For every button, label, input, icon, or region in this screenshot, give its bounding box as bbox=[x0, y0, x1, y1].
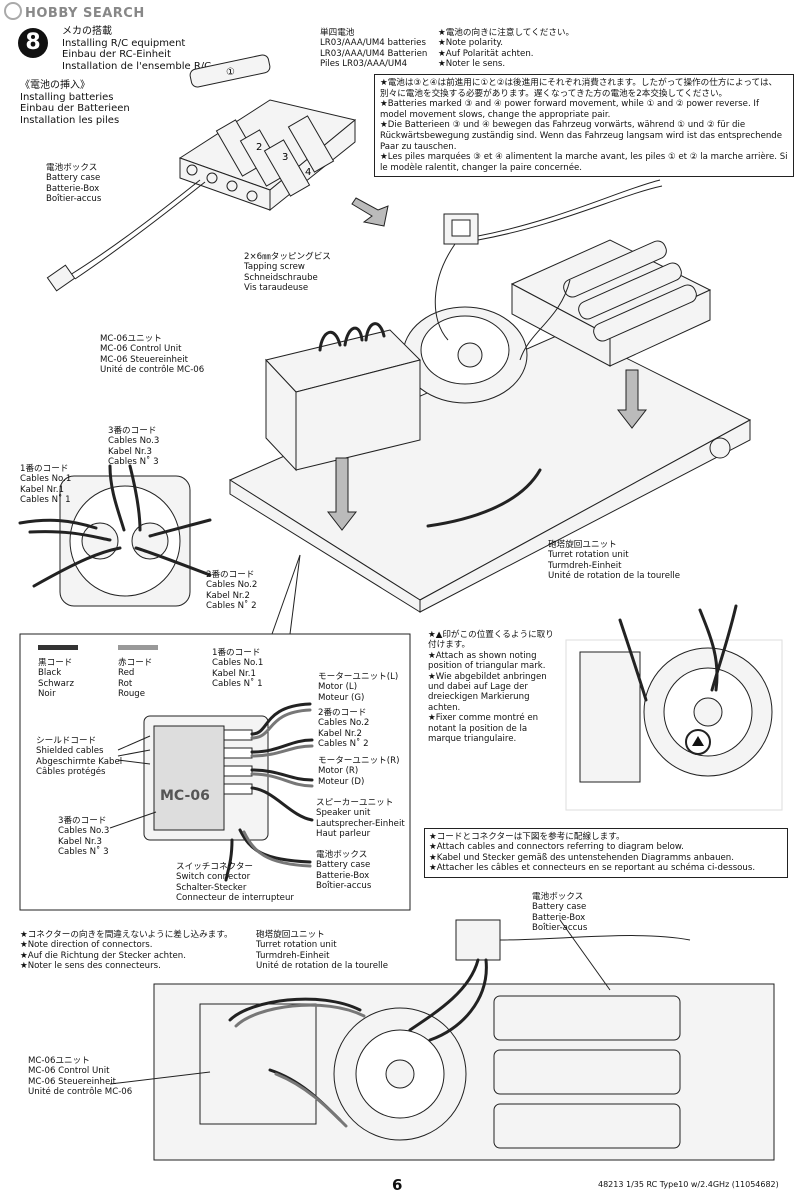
battery-slot-3: 3 bbox=[282, 152, 288, 163]
page-number: 6 bbox=[392, 1176, 403, 1194]
battery-case-label-bottom: 電池ボックス Battery case Batterie-Box Boîtier… bbox=[532, 892, 588, 934]
triangle-closeup bbox=[565, 604, 783, 811]
battery-install-title: 《電池の挿入》 Installing batteries Einbau der … bbox=[20, 80, 130, 126]
battery-slot-4: 4 bbox=[305, 167, 311, 178]
battery-slot-2: 2 bbox=[256, 142, 262, 153]
mc06-diagram: MC-06 bbox=[143, 702, 314, 882]
footer-code: 48213 1/35 RC Type10 w/2.4GHz (11054682) bbox=[598, 1180, 779, 1189]
cables2-label-a: 2番のコード Cables No.2 Kabel Nr.2 Cables N˚ … bbox=[206, 570, 258, 612]
note-en: ★Batteries marked ③ and ④ power forward … bbox=[380, 99, 759, 120]
diagram-switch: スイッチコネクター Switch connector Schalter-Stec… bbox=[176, 862, 294, 904]
polarity-note: ★電池の向きに注意してください。 ★Note polarity. ★Auf Po… bbox=[438, 28, 575, 70]
note-fr: ★Les piles marquées ③ et ④ alimentent la… bbox=[380, 152, 788, 173]
legend-red: 赤コード Red Rot Rouge bbox=[118, 658, 153, 700]
diagram-cables1: 1番のコード Cables No.1 Kabel Nr.1 Cables N˚ … bbox=[212, 648, 264, 690]
diagram-motor-l: モーターユニット(L) Motor (L) Moteur (G) bbox=[318, 672, 399, 703]
chassis-drawing bbox=[228, 329, 752, 613]
bottom-assembly bbox=[153, 919, 775, 1161]
legend-black: 黒コード Black Schwarz Noir bbox=[38, 658, 74, 700]
note-jp: ★電池は③と④は前進用に①と②は後進用にそれぞれ消費されます。したがって操作の仕… bbox=[380, 78, 778, 99]
turret-gear-top bbox=[402, 179, 663, 404]
mc06-diagram-label: MC-06 bbox=[160, 788, 210, 804]
turret-label-top: 砲塔旋回ユニット Turret rotation unit Turmdreh-E… bbox=[548, 540, 681, 582]
screw-label: 2×6㎜タッピングビス Tapping screw Schneidschraub… bbox=[244, 252, 331, 294]
down-arrows bbox=[326, 197, 648, 531]
note-de: ★Die Batterieen ③ und ④ bewegen das Fahr… bbox=[380, 120, 783, 152]
mc06-label-top: MC-06ユニット MC-06 Control Unit MC-06 Steue… bbox=[100, 334, 205, 376]
battery-case-label-1: 電池ボックス Battery case Batterie-Box Boîtier… bbox=[46, 163, 102, 205]
battery-box-right bbox=[510, 239, 712, 367]
diagram-cables2: 2番のコード Cables No.2 Kabel Nr.2 Cables N˚ … bbox=[318, 708, 370, 750]
turret-label-bottom: 砲塔旋回ユニット Turret rotation unit Turmdreh-E… bbox=[256, 930, 389, 972]
battery-note-box: ★電池は③と④は前進用に①と②は後進用にそれぞれ消費されます。したがって操作の仕… bbox=[374, 74, 794, 178]
gear-closeup-left bbox=[18, 464, 212, 607]
mc06-label-bottom: MC-06ユニット MC-06 Control Unit MC-06 Steue… bbox=[28, 1056, 133, 1098]
cables3-label-a: 3番のコード Cables No.3 Kabel Nr.3 Cables N˚ … bbox=[108, 426, 160, 468]
wiring-diagram-box bbox=[19, 633, 411, 911]
triangle-note: ★▲印がこの位置くるように取り付けます。 ★Attach as shown no… bbox=[428, 630, 554, 745]
hobby-search-watermark: HOBBY SEARCH bbox=[4, 2, 145, 21]
diagram-cables3: 3番のコード Cables No.3 Kabel Nr.3 Cables N˚ … bbox=[58, 816, 110, 858]
diagram-shielded: シールドコード Shielded cables Abgeschirmte Kab… bbox=[36, 736, 123, 778]
step-title: メカの搭載 Installing R/C equipment Einbau de… bbox=[62, 26, 212, 72]
diagram-battery-case: 電池ボックス Battery case Batterie-Box Boîtier… bbox=[316, 850, 372, 892]
step-number: 8 bbox=[18, 28, 48, 58]
connector-note: ★コネクターの向きを間違えないように差し込みます。 ★Note directio… bbox=[20, 930, 233, 972]
battery-loose-1: ① bbox=[226, 67, 235, 78]
hobby-search-logo-icon bbox=[4, 2, 22, 20]
battery-type-label: 単四電池 LR03/AAA/UM4 batteries LR03/AAA/UM4… bbox=[320, 28, 428, 70]
diagram-motor-r: モーターユニット(R) Motor (R) Moteur (D) bbox=[318, 756, 400, 787]
cables1-label-a: 1番のコード Cables No.1 Kabel Nr.1 Cables N˚ … bbox=[20, 464, 72, 506]
diagram-speaker: スピーカーユニット Speaker unit Lautsprecher-Einh… bbox=[316, 798, 405, 840]
attach-note-box: ★コードとコネクターは下図を参考に配線します。 ★Attach cables a… bbox=[424, 828, 788, 878]
battery-case-drawing: 2 3 4 ① bbox=[46, 54, 357, 292]
mc06-unit-top bbox=[265, 322, 421, 472]
